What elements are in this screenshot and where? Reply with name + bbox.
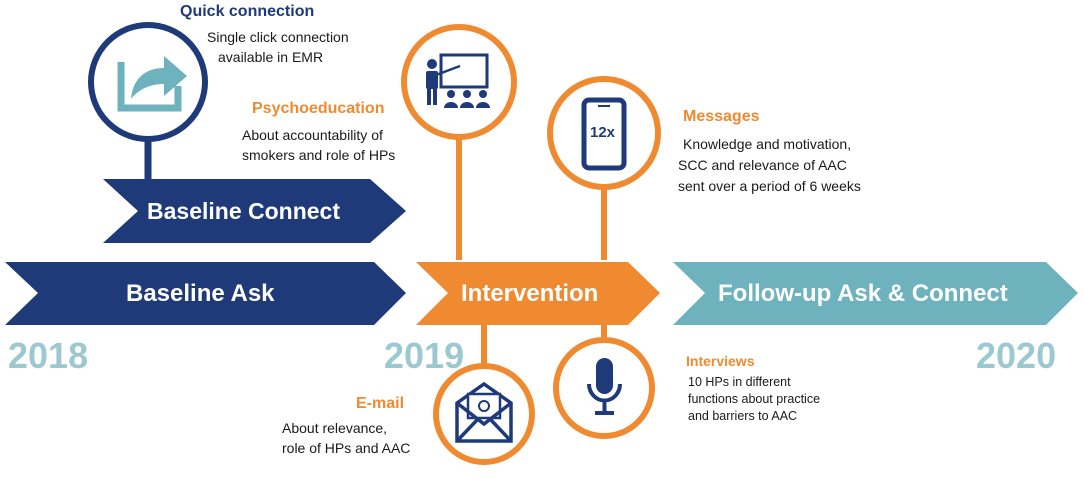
intervention-arrow (416, 262, 660, 325)
interviews-title: Interviews (686, 353, 755, 369)
messages-count-badge: 12x (590, 124, 616, 141)
messages-node (547, 76, 661, 190)
email-node (433, 363, 535, 465)
phone-icon (581, 97, 627, 171)
interviews-node (553, 337, 655, 439)
baseline-ask-arrow (5, 262, 406, 325)
quick-connection-line-1: Single click connection (207, 29, 349, 45)
share-arrow-icon (117, 56, 187, 112)
year-2019: 2019 (384, 335, 465, 376)
email-line-2: role of HPs and AAC (282, 440, 411, 456)
messages-line-1: Knowledge and motivation, (683, 136, 852, 152)
year-2018: 2018 (8, 335, 89, 376)
messages-title: Messages (683, 108, 760, 125)
quick-connection-line-2: available in EMR (218, 49, 324, 65)
email-title: E-mail (356, 395, 405, 412)
baseline-connect-arrow (103, 179, 406, 243)
quick-connection-title: Quick connection (180, 3, 315, 20)
psychoeducation-node (401, 24, 517, 140)
follow-up-arrow (673, 262, 1078, 325)
quick-connection-node (88, 22, 208, 142)
messages-line-3: sent over a period of 6 weeks (678, 178, 861, 194)
interviews-line-2: functions about practice (688, 392, 821, 406)
follow-up-label: Follow-up Ask & Connect (718, 280, 1008, 307)
email-line-1: About relevance, (282, 420, 388, 436)
messages-line-2: SCC and relevance of AAC (678, 157, 847, 173)
interviews-line-1: 10 HPs in different (688, 375, 791, 389)
psychoeducation-line-2: smokers and role of HPs (242, 147, 396, 163)
interviews-line-3: and barriers to AAC (688, 409, 798, 423)
year-2020: 2020 (976, 335, 1057, 376)
email-envelope-icon (455, 381, 513, 443)
presentation-icon (426, 53, 490, 108)
microphone-icon (587, 358, 622, 415)
baseline-connect-label: Baseline Connect (147, 198, 340, 224)
psychoeducation-title: Psychoeducation (252, 100, 385, 117)
baseline-ask-label: Baseline Ask (126, 280, 275, 307)
intervention-label: Intervention (461, 280, 599, 307)
psychoeducation-line-1: About accountability of (242, 127, 383, 143)
